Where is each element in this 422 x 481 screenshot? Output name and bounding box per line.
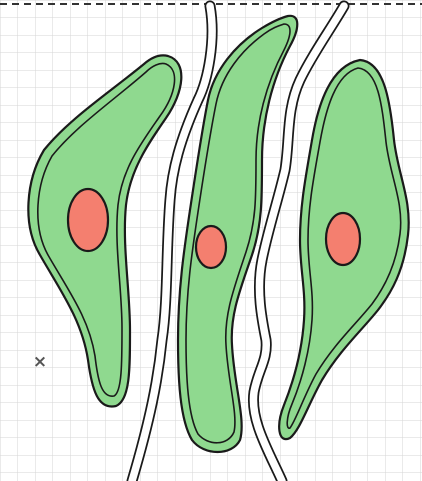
left-cell-nucleus [68,189,108,251]
right-cell-nucleus [326,213,360,265]
cross-marker: × [33,352,47,372]
middle-cell-nucleus [196,226,226,268]
